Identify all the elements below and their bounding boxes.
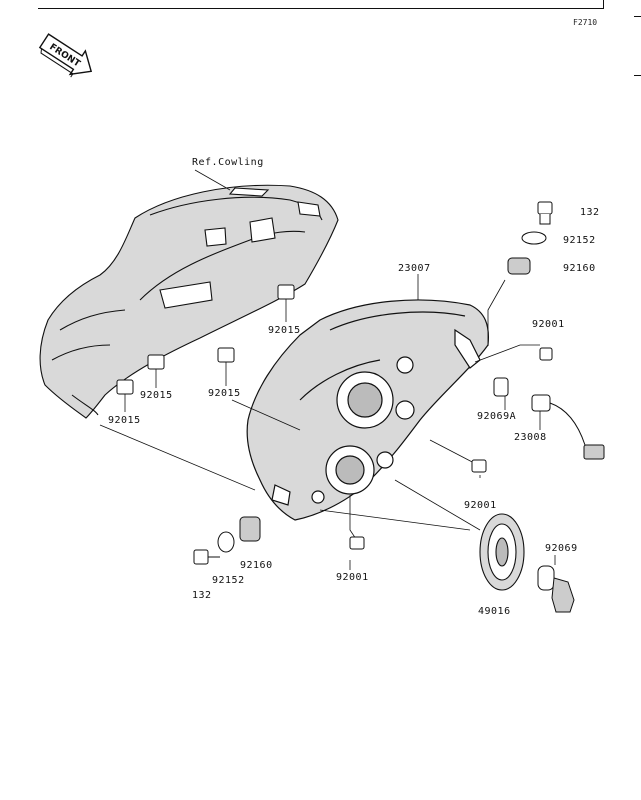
right-tick-bottom — [634, 75, 641, 76]
bulb-socket-icons — [493, 377, 605, 460]
part-label-23007: 23007 — [398, 263, 431, 274]
part-label-132-bot: 132 — [192, 590, 212, 601]
part-label-92152-bot: 92152 — [212, 575, 245, 586]
figure-code: F2710 — [573, 18, 598, 27]
part-label-92069: 92069 — [545, 543, 578, 554]
part-label-92015-a: 92015 — [268, 325, 301, 336]
headlight-bulb-92069-icon — [537, 565, 575, 613]
part-label-92160-bot: 92160 — [240, 560, 273, 571]
part-label-49016: 49016 — [478, 606, 511, 617]
part-label-92015-c: 92015 — [208, 388, 241, 399]
part-label-92001-bot: 92001 — [336, 572, 369, 583]
ref-cowling-leader — [194, 169, 231, 191]
ref-cowling-label: Ref.Cowling — [192, 157, 264, 168]
part-label-92001-top: 92001 — [532, 319, 565, 330]
headlight-housing-shape — [246, 299, 490, 521]
bolt-92001-icons — [349, 459, 487, 550]
part-label-92015-b: 92015 — [140, 390, 173, 401]
leader-lines — [99, 274, 556, 570]
part-label-92015-d: 92015 — [108, 415, 141, 426]
right-frame-corner — [603, 0, 604, 9]
clip-nut-leaders — [124, 299, 287, 412]
dust-cap-49016-icon — [479, 513, 525, 591]
part-label-92152-top: 92152 — [563, 235, 596, 246]
top-frame-line — [38, 8, 603, 9]
part-label-23008: 23008 — [514, 432, 547, 443]
part-label-92001-mid: 92001 — [464, 500, 497, 511]
part-label-92069a: 92069A — [477, 411, 517, 422]
part-label-132-top: 132 — [580, 207, 600, 218]
cowling-shape — [39, 184, 339, 419]
right-tick-top — [634, 16, 641, 17]
front-arrow-icon: FRONT — [38, 33, 93, 78]
clip-nut-92015-icons — [116, 284, 295, 395]
part-label-92160-top: 92160 — [563, 263, 596, 274]
hardware-bottom-left-icons — [193, 516, 261, 565]
hardware-top-right-icons — [507, 201, 553, 361]
